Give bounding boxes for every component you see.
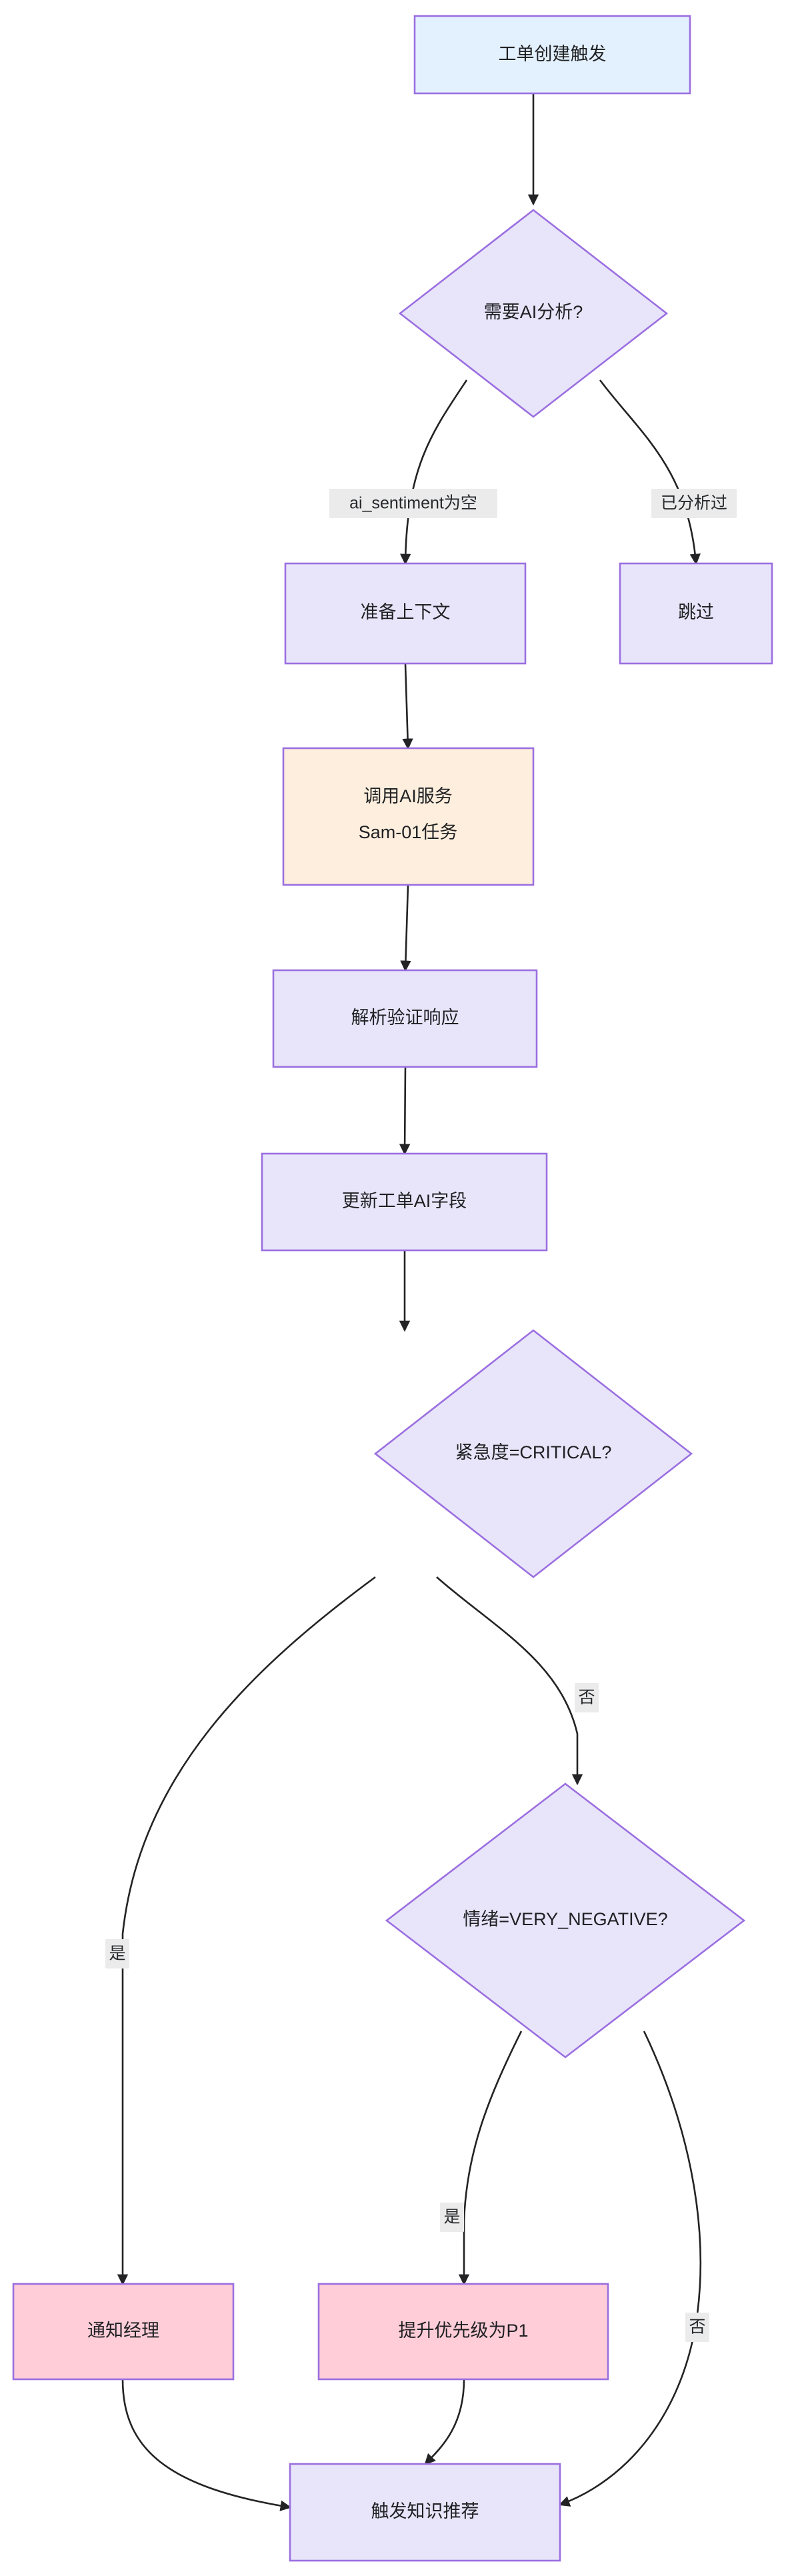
node-parse-validate[interactable]: 解析验证响应	[272, 969, 538, 1068]
edge-label-sentiment-no-bg	[685, 2313, 709, 2342]
edge-label-ai-sentiment-empty-bg	[329, 489, 497, 518]
edge-urgency-critical-to-sentiment-check	[436, 1576, 583, 1786]
node-update-fields-shape	[261, 1152, 548, 1252]
node-sentiment-check-decision[interactable]: 情绪=VERY_NEGATIVE?	[385, 1782, 746, 2059]
edge-label-sentiment-no-text: 否	[689, 2318, 705, 2337]
edge-label-urgency-yes-text: 是	[109, 1945, 125, 1963]
node-skip-shape	[619, 562, 773, 665]
edge-label-urgency-no-text: 否	[578, 1688, 595, 1707]
edge-label-sentiment-no: 否	[685, 2313, 709, 2342]
node-parse-validate-shape	[272, 969, 538, 1068]
node-call-ai-service[interactable]: 调用AI服务 Sam-01任务	[282, 747, 535, 886]
node-start[interactable]: 工单创建触发	[413, 15, 691, 95]
node-trigger-kb-label: 触发知识推荐	[371, 2501, 479, 2521]
node-call-ai-service-label-line1: 调用AI服务	[363, 786, 453, 806]
node-start-label: 工单创建触发	[499, 44, 607, 64]
node-update-fields[interactable]: 更新工单AI字段	[261, 1152, 548, 1252]
edge-notify-manager-to-trigger-kb	[121, 2379, 292, 2511]
edge-need-ai-to-skip	[599, 379, 701, 565]
edge-label-sentiment-yes-text: 是	[443, 2208, 460, 2227]
node-prepare-context-shape	[284, 562, 527, 665]
edge-label-urgency-yes-bg	[105, 1939, 129, 1969]
edge-call-ai-to-parse-validate	[400, 884, 411, 972]
node-prepare-context[interactable]: 准备上下文	[284, 562, 527, 665]
node-urgency-critical-decision[interactable]: 紧急度=CRITICAL?	[373, 1329, 693, 1578]
node-trigger-kb-shape	[289, 2463, 561, 2562]
node-skip-label: 跳过	[678, 602, 714, 622]
edge-label-ai-sentiment-empty-text: ai_sentiment为空	[349, 494, 477, 513]
node-escalate-p1-shape	[317, 2283, 609, 2381]
edge-label-urgency-no-bg	[575, 1683, 599, 1712]
node-skip[interactable]: 跳过	[619, 562, 773, 665]
node-need-ai-label: 需要AI分析?	[484, 302, 583, 322]
node-prepare-context-label: 准备上下文	[361, 602, 451, 622]
node-start-shape	[413, 15, 691, 95]
node-urgency-critical-shape	[373, 1329, 693, 1578]
edge-labels-group: ai_sentiment为空 已分析过 否 是 是 否	[105, 489, 737, 2342]
node-parse-validate-label: 解析验证响应	[351, 1008, 459, 1028]
edge-label-already-analyzed: 已分析过	[651, 489, 737, 518]
edge-label-ai-sentiment-empty: ai_sentiment为空	[329, 489, 497, 518]
edge-urgency-critical-to-notify-manager	[117, 1576, 376, 2286]
node-call-ai-service-shape	[282, 747, 535, 886]
node-need-ai-decision[interactable]: 需要AI分析?	[398, 209, 669, 418]
edges-group	[117, 93, 702, 2511]
edge-label-urgency-no: 否	[575, 1683, 599, 1712]
node-notify-manager-shape	[12, 2283, 235, 2381]
edge-label-urgency-yes: 是	[105, 1939, 129, 1969]
node-notify-manager[interactable]: 通知经理	[12, 2283, 235, 2381]
edge-prepare-context-to-call-ai	[402, 663, 413, 750]
edge-sentiment-check-to-escalate-p1	[458, 2031, 523, 2286]
edge-need-ai-to-prepare-context	[400, 379, 468, 565]
node-notify-manager-label: 通知经理	[87, 2321, 159, 2341]
edge-escalate-p1-to-trigger-kb	[424, 2379, 465, 2465]
node-need-ai-shape	[398, 209, 669, 418]
node-urgency-critical-label: 紧急度=CRITICAL?	[455, 1442, 612, 1462]
node-sentiment-check-label: 情绪=VERY_NEGATIVE?	[463, 1909, 667, 1929]
edge-label-already-analyzed-bg	[651, 489, 737, 518]
edge-label-already-analyzed-text: 已分析过	[661, 494, 727, 513]
edge-label-sentiment-yes: 是	[440, 2203, 464, 2232]
edge-label-sentiment-yes-bg	[440, 2203, 464, 2232]
nodes-group: 工单创建触发 需要AI分析? 准备上下文 跳过 调用AI服务 Sam-0	[12, 15, 773, 2562]
node-sentiment-check-shape	[385, 1782, 746, 2059]
node-trigger-kb[interactable]: 触发知识推荐	[289, 2463, 561, 2562]
edge-sentiment-check-to-trigger-kb	[558, 2031, 702, 2507]
node-escalate-p1[interactable]: 提升优先级为P1	[317, 2283, 609, 2381]
node-escalate-p1-label: 提升优先级为P1	[398, 2321, 528, 2341]
node-update-fields-label: 更新工单AI字段	[342, 1191, 467, 1211]
node-call-ai-service-label-line2: Sam-01任务	[359, 822, 458, 842]
